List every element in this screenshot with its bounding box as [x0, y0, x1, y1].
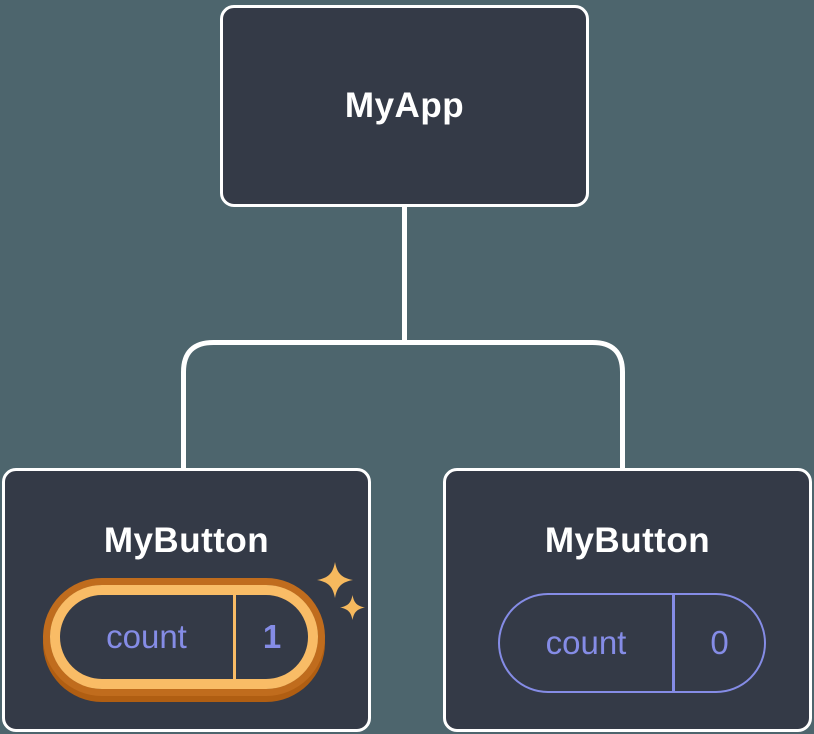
state-pill: count 0 — [498, 593, 766, 693]
node-label: MyApp — [344, 86, 465, 125]
tree-node-mybutton-2: MyButton count 0 — [443, 468, 812, 732]
node-label: MyButton — [103, 521, 270, 560]
state-pill-highlighted: count 1 — [50, 585, 318, 689]
state-value: 1 — [262, 618, 282, 655]
node-label: MyButton — [544, 521, 711, 560]
tree-node-myapp: MyApp — [220, 5, 589, 207]
branch-connector-line — [181, 340, 625, 470]
tree-node-mybutton-1: MyButton count 1 — [2, 468, 371, 732]
state-name: count — [106, 618, 187, 655]
state-name: count — [545, 624, 627, 661]
state-value: 0 — [710, 624, 729, 661]
pill-divider — [672, 595, 675, 691]
pill-divider — [233, 595, 236, 679]
